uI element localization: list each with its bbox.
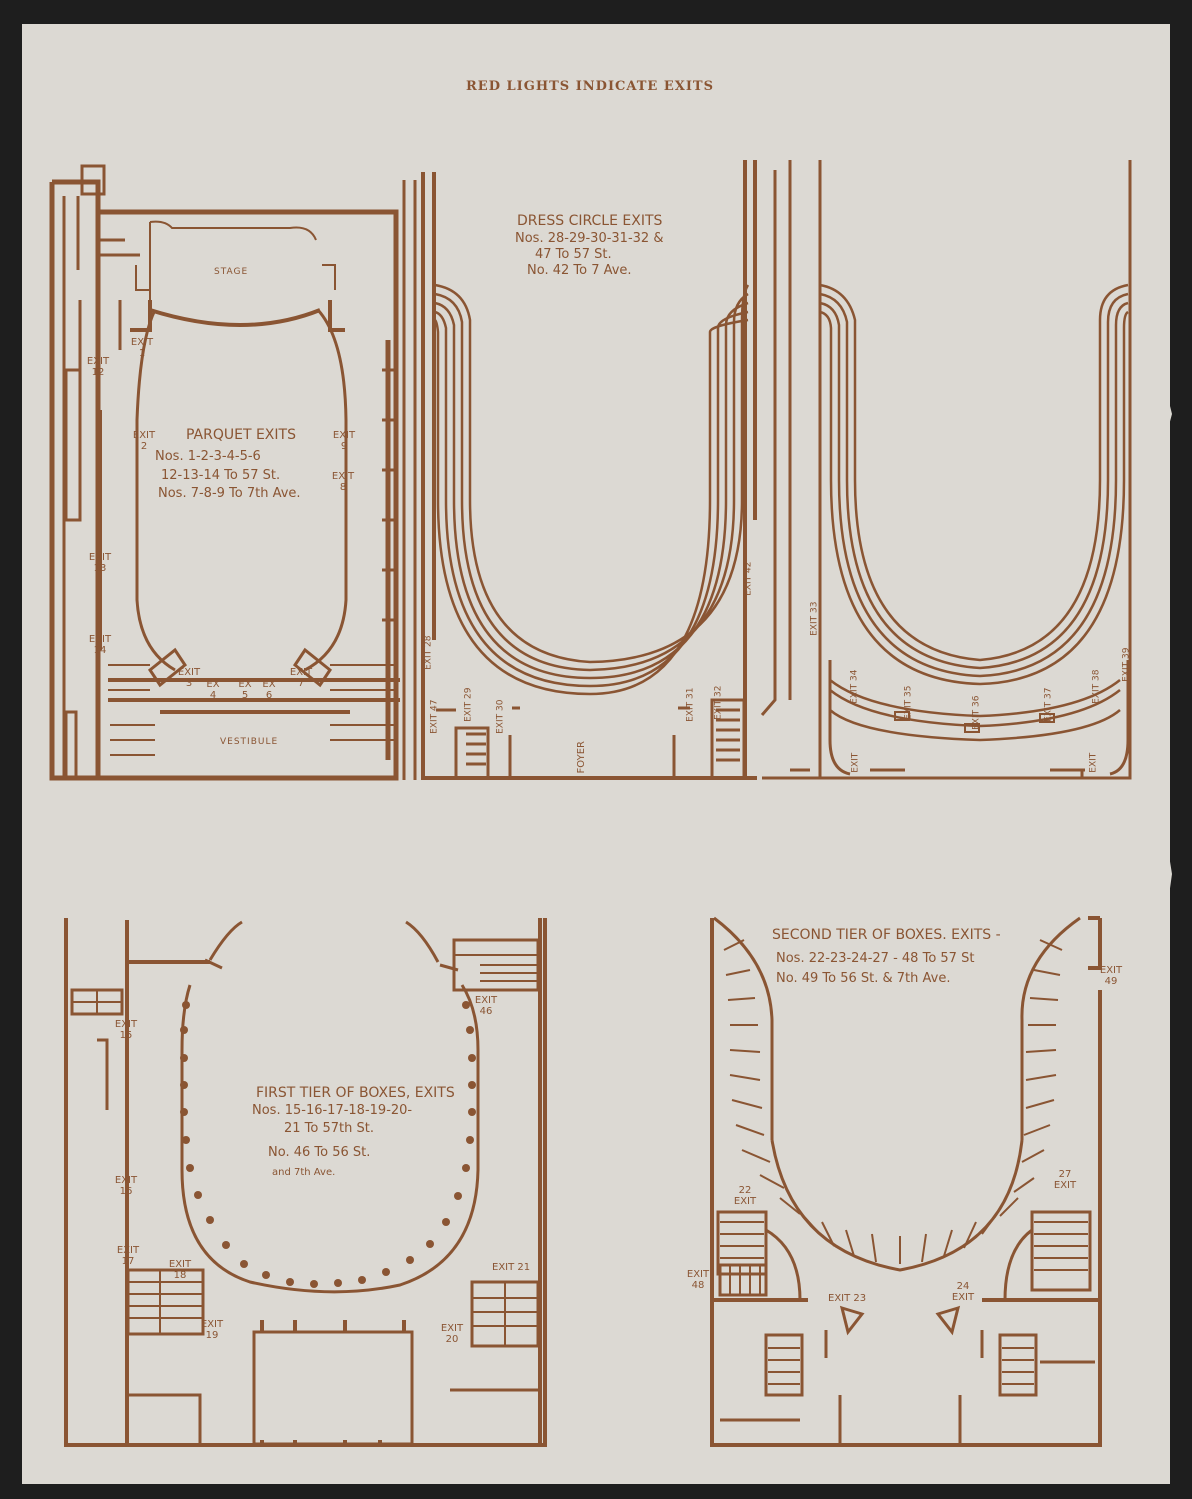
- dress-circle-plan: [421, 160, 1132, 780]
- exit-6-label: EX 6: [262, 679, 276, 701]
- foyer-label: FOYER: [575, 741, 587, 774]
- parquet-line-1: Nos. 1-2-3-4-5-6: [155, 449, 261, 464]
- exit-49-label: EXIT 49: [1099, 965, 1123, 987]
- dress-circle-rows: [434, 283, 750, 696]
- exit-left-balcony-label: EXIT: [850, 752, 861, 773]
- dress-circle-line-2: 47 To 57 St.: [535, 247, 612, 262]
- first-tier-box-markers: [180, 1001, 476, 1288]
- exit-42-label: EXIT 42: [743, 561, 754, 596]
- parquet-line-2: 12-13-14 To 57 St.: [161, 468, 281, 483]
- dress-circle-title: DRESS CIRCLE EXITS: [517, 213, 663, 229]
- program-page: [22, 24, 1170, 1484]
- exit-46-label: EXIT 46: [474, 995, 498, 1017]
- second-tier-plan: [710, 916, 1102, 1447]
- exit-27-label: 27 EXIT: [1053, 1169, 1077, 1191]
- second-tier-box-ticks: [723, 939, 1063, 1264]
- second-tier-line-2: No. 49 To 56 St. & 7th Ave.: [776, 971, 951, 986]
- exit-8-label: EXIT 8: [331, 471, 355, 493]
- exit-28-label: EXIT 28: [423, 635, 434, 670]
- exit-right-balcony-label: EXIT: [1088, 752, 1099, 773]
- exit-24-label: 24 EXIT: [951, 1281, 975, 1303]
- second-balcony-rows: [819, 283, 1130, 776]
- second-tier-line-1: Nos. 22-23-24-27 - 48 To 57 St: [776, 951, 975, 966]
- exit-35-label: EXIT 35: [903, 685, 914, 720]
- exit-23-label: EXIT 23: [828, 1293, 867, 1304]
- exit-47-label: EXIT 47: [429, 699, 440, 734]
- first-tier-line-3: No. 46 To 56 St.: [268, 1145, 371, 1160]
- exit-5-label: EX 5: [238, 679, 252, 701]
- exit-9-label: EXIT 9: [332, 430, 356, 452]
- second-tier-title: SECOND TIER OF BOXES. EXITS -: [772, 927, 1001, 943]
- exit-15-label: EXIT 15: [114, 1019, 138, 1041]
- first-tier-line-1: Nos. 15-16-17-18-19-20-: [252, 1103, 413, 1118]
- exit-33-label: EXIT 33: [809, 601, 820, 636]
- exit-14-label: EXIT 14: [88, 634, 112, 656]
- exit-17-label: EXIT 17: [116, 1245, 140, 1267]
- first-tier-plan: [64, 918, 547, 1447]
- exit-12-label: EXIT 12: [86, 356, 110, 378]
- exit-31-label: EXIT 31: [685, 687, 696, 722]
- exit-2-label: EXIT 2: [132, 430, 156, 452]
- exit-22-label: 22 EXIT: [733, 1185, 757, 1207]
- stage-label: STAGE: [214, 267, 249, 277]
- parquet-title: PARQUET EXITS: [186, 427, 296, 443]
- first-tier-line-2: 21 To 57th St.: [284, 1121, 374, 1136]
- exit-32-label: EXIT 32: [713, 685, 724, 720]
- exit-37-label: EXIT 37: [1043, 687, 1054, 722]
- first-tier-title: FIRST TIER OF BOXES, EXITS: [256, 1085, 455, 1101]
- parquet-line-3: Nos. 7-8-9 To 7th Ave.: [158, 486, 301, 501]
- exit-36-label: EXIT 36: [971, 695, 982, 730]
- exit-39-label: EXIT 39: [1121, 647, 1132, 682]
- exit-1-label: EXIT 1: [130, 337, 154, 359]
- exit-18-label: EXIT 18: [168, 1259, 192, 1281]
- exit-4-label: EX 4: [206, 679, 220, 701]
- dress-circle-line-3: No. 42 To 7 Ave.: [527, 263, 632, 278]
- exit-7-label: EXIT 7: [289, 667, 313, 689]
- exit-13-label: EXIT 13: [88, 552, 112, 574]
- torn-page-edge: [1150, 24, 1172, 1484]
- exit-20-label: EXIT 20: [440, 1323, 464, 1345]
- exit-lights-notice: RED LIGHTS INDICATE EXITS: [466, 79, 714, 94]
- vestibule-label: VESTIBULE: [220, 737, 279, 747]
- exit-48-label: EXIT 48: [686, 1269, 710, 1291]
- exit-19-label: EXIT 19: [200, 1319, 224, 1341]
- first-tier-line-4: and 7th Ave.: [272, 1167, 336, 1178]
- exit-16-label: EXIT 16: [114, 1175, 138, 1197]
- parquet-plan: [49, 164, 417, 781]
- exit-34-label: EXIT 34: [849, 669, 860, 704]
- exit-30-label: EXIT 30: [495, 699, 506, 734]
- dress-circle-line-1: Nos. 28-29-30-31-32 &: [515, 231, 664, 246]
- exit-29-label: EXIT 29: [463, 687, 474, 722]
- exit-38-label: EXIT 38: [1091, 669, 1102, 704]
- exit-3-label: EXIT 3: [177, 667, 201, 689]
- exit-21-label: EXIT 21: [492, 1262, 531, 1273]
